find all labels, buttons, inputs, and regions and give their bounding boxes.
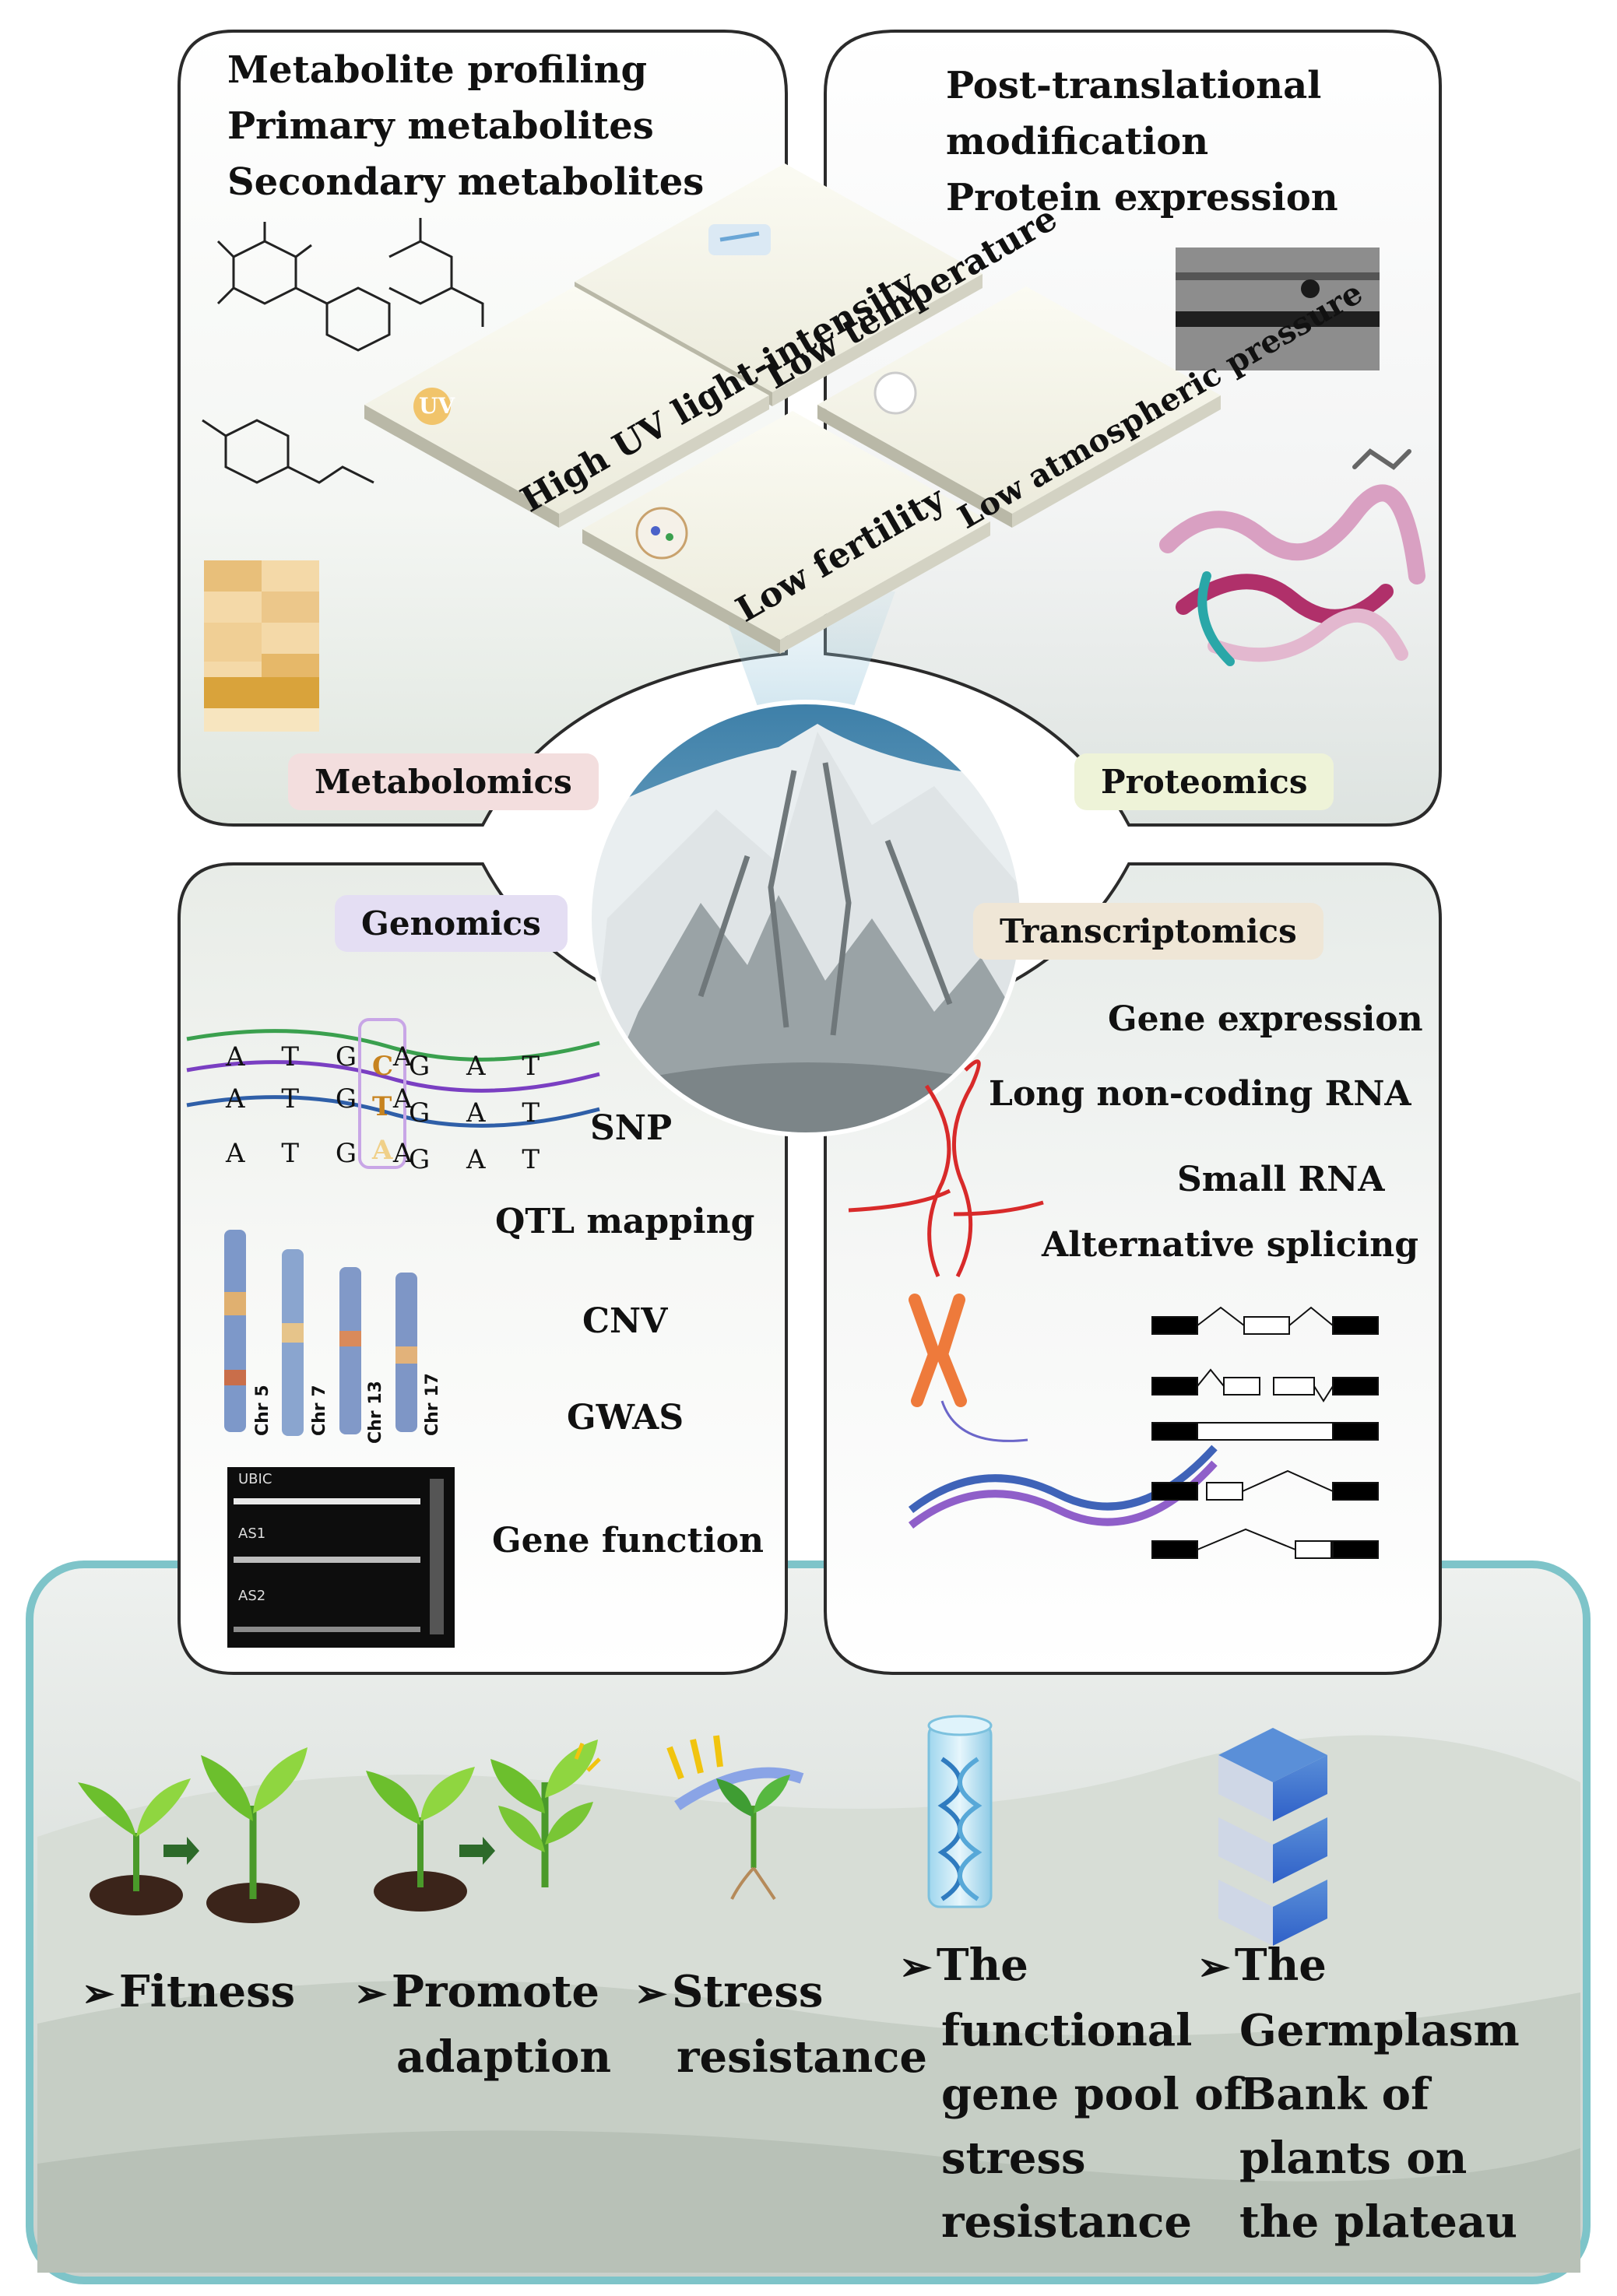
arrow-bullet-icon: ➢ [899,1943,932,1989]
germplasm-bank-server-icon [1218,1728,1327,1946]
gene-function-text: Gene function [492,1521,764,1561]
outcomes-panel [26,1561,1591,2284]
heatmap [204,560,319,732]
dna-strands [186,1018,600,1169]
outcome-stress-resistance: ➢Stress resistance [634,1966,928,2083]
gauge-icon [874,371,917,415]
protein-expression-text: Protein expression [946,176,1338,219]
environment-tiles [364,163,1221,654]
sequence-row-2: A T G A [226,1083,427,1115]
chr-label-13: Chr 13 [366,1381,385,1444]
metabolomics-label: Metabolomics [288,753,599,810]
secondary-metabolites-text: Secondary metabolites [227,160,705,204]
outcome-functional-gene-pool: ➢The functional gene pool of stress resi… [899,1940,1243,2248]
tile-low-fertility [582,411,990,654]
outcome-promote-adaption: ➢Promote adaption [354,1966,612,2083]
gwas-text: GWAS [567,1398,684,1438]
post-translational-text: Post-translational [946,64,1322,107]
modification-text: modification [946,120,1209,163]
gel-label-as2: AS2 [238,1588,266,1604]
variant-c: C [372,1051,408,1082]
soil-icon [635,507,688,560]
lncrna-hairpin [848,1059,1044,1278]
gel-label-as1: AS1 [238,1525,266,1542]
splicing-diagram [1151,1306,1379,1559]
long-non-coding-rna-text: Long non-coding RNA [989,1074,1411,1114]
qtl-mapping-text: QTL mapping [495,1202,755,1241]
gel-image [227,1467,455,1648]
sequence-row-1: A T G A [226,1041,427,1073]
gene-expression-text: Gene expression [1108,999,1423,1039]
proteomics-label: Proteomics [1074,753,1334,810]
cnv-text: CNV [582,1301,668,1341]
snp-text: SNP [590,1108,673,1148]
small-rna-text: Small RNA [1177,1160,1385,1199]
western-blot [1176,248,1380,370]
arrow-right-icon-1 [163,1837,199,1865]
thermometer-icon [708,224,771,255]
arrow-bullet-icon: ➢ [1197,1943,1230,1989]
sequence-right-2: G A T [409,1097,554,1129]
seedling-small-icon [78,1778,191,1915]
stress-resistance-icon [666,1735,804,1901]
uv-icon [413,388,451,425]
alternative-splicing-text: Alternative splicing [1042,1225,1418,1265]
seedling-grown-icon [201,1747,308,1923]
outcome-fitness: ➢Fitness [82,1966,296,2017]
arrow-bullet-icon: ➢ [634,1970,667,2016]
variant-a: A [372,1135,407,1166]
tile-high-uv [364,286,769,528]
sequence-right-1: G A T [409,1051,554,1082]
sequence-row-3: A T G A [226,1138,427,1169]
arrow-bullet-icon: ➢ [354,1970,387,2016]
chr-label-7: Chr 7 [310,1385,329,1436]
primary-metabolites-text: Primary metabolites [227,104,654,148]
gel-label-ubic: UBIC [238,1471,272,1487]
chr-label-5: Chr 5 [253,1385,272,1436]
sequence-right-3: G A T [409,1144,554,1175]
variant-t: T [372,1091,406,1122]
uv-badge: UV [419,393,455,419]
metabolite-profiling-text: Metabolite profiling [227,48,648,92]
protein-structure [1159,448,1425,666]
arrow-bullet-icon: ➢ [82,1970,114,2016]
mountain-photo [587,592,1025,1137]
tile-low-atmospheric-pressure [817,286,1221,528]
chemical-structure-1 [216,218,484,352]
genomics-label: Genomics [335,895,568,952]
chr-label-17: Chr 17 [423,1373,442,1436]
gene-pool-tube-icon [927,1715,993,1908]
chemical-structure-2 [202,419,374,484]
chromosome-ideogram [224,1230,417,1436]
plant-adaption-icon [366,1740,601,1912]
outcome-germplasm-bank: ➢The Germplasm Bank of plants on the pla… [1197,1940,1520,2248]
transcriptomics-label: Transcriptomics [973,903,1323,960]
